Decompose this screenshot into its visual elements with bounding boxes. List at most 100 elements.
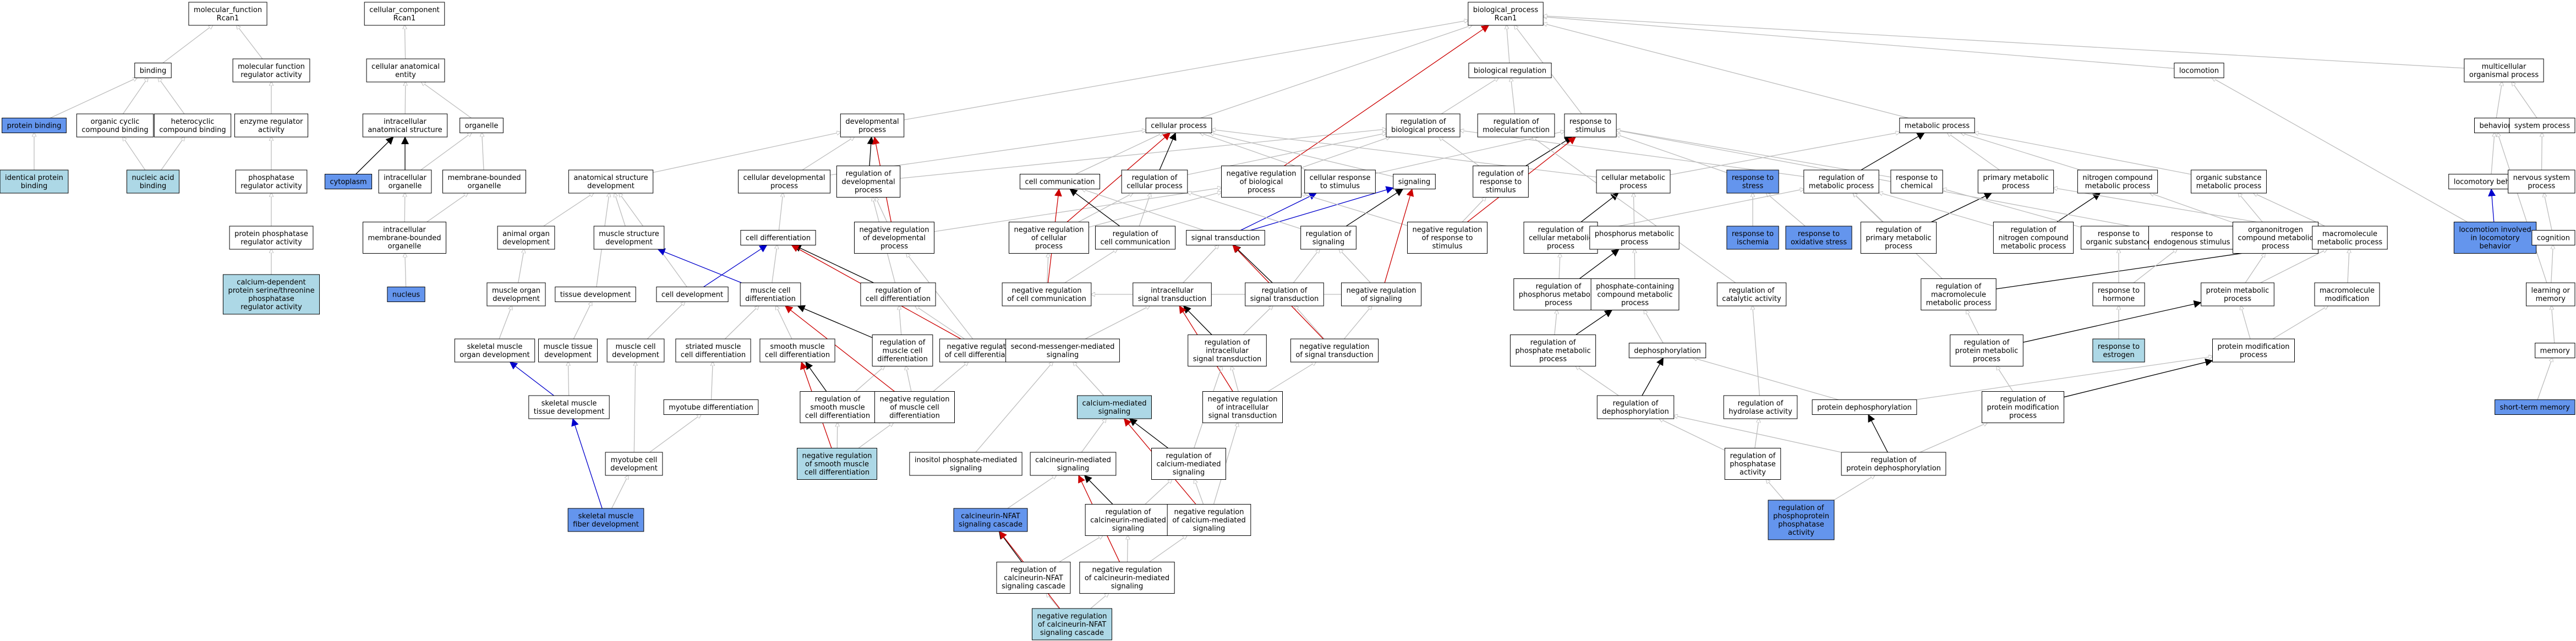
edge-is-a	[1183, 245, 1219, 283]
go-term-node-myotubediff: myotube differentiation	[663, 399, 759, 415]
go-term-label: identical protein	[5, 174, 63, 182]
edge-is-a	[426, 193, 468, 223]
go-term-box	[1716, 282, 1787, 306]
edge-is-a	[1210, 133, 1393, 177]
go-term-box	[1005, 338, 1120, 363]
edge-is-a	[404, 25, 405, 59]
go-term-label: regulation of	[1530, 339, 1576, 347]
go-term-label: activity	[1788, 529, 1814, 537]
go-term-label: cellular anatomical	[371, 63, 440, 71]
edge-is-a	[1507, 25, 1510, 63]
edge-is-a	[1948, 133, 2000, 171]
go-term-label: protein dephosphorylation	[1846, 464, 1941, 473]
edge-is-a	[1644, 310, 1664, 343]
go-term-box	[1186, 230, 1265, 245]
go-term-node-cellcomm: cell communication	[1019, 174, 1101, 189]
go-term-label: of muscle cell	[890, 404, 939, 412]
go-term-label: learning or	[2531, 287, 2570, 295]
go-term-box	[2509, 118, 2575, 133]
go-term-label: response to	[2171, 230, 2213, 238]
go-term-label: phosphate-containing	[1596, 283, 1674, 291]
edge-is-a	[1961, 133, 2081, 171]
go-term-label: phosphatase	[248, 174, 294, 182]
go-term-box	[854, 222, 935, 254]
edge-is-a	[855, 366, 885, 392]
go-term-label: regulation of	[1871, 456, 1917, 464]
go-term-box	[1121, 169, 1188, 194]
edge-part-of	[797, 305, 873, 338]
go-term-label: cell differentiation	[681, 351, 746, 359]
go-term-box	[2092, 282, 2145, 306]
go-term-label: response to	[2098, 230, 2140, 238]
edge-is-a	[1078, 193, 1133, 223]
go-term-label: tissue development	[560, 291, 631, 299]
edge-part-of	[793, 244, 874, 283]
edge-is-a	[915, 306, 965, 339]
go-term-box	[1921, 278, 1997, 310]
edge-is-a	[237, 25, 263, 59]
go-term-box	[2092, 338, 2145, 363]
edge-is-a	[2537, 358, 2552, 400]
go-term-label: development	[502, 238, 550, 246]
go-term-box	[740, 230, 816, 245]
go-term-label: developmental	[841, 178, 895, 187]
go-term-label: molecular function	[238, 63, 305, 71]
go-term-label: skeletal muscle	[578, 512, 634, 521]
edge-part-of	[1580, 193, 1619, 223]
go-term-box	[1300, 226, 1357, 250]
go-term-node-cellproc: cellular process	[1145, 118, 1212, 133]
edge-is-a	[422, 82, 472, 119]
go-term-label: inositol phosphate-mediated	[915, 456, 1017, 464]
go-term-label: regulation of	[1011, 566, 1057, 574]
go-term-box	[1596, 169, 1671, 194]
go-term-box	[909, 452, 1022, 476]
go-term-box	[387, 287, 425, 302]
go-term-box	[2453, 222, 2537, 254]
go-term-label: phosphatase	[1778, 521, 1824, 529]
go-term-label: activity	[1740, 469, 1766, 477]
go-term-label: regulation of	[1536, 283, 1582, 291]
go-term-label: cell differentiation	[805, 412, 870, 420]
go-term-label: protein binding	[7, 122, 62, 130]
edge-is-a	[1073, 362, 1104, 396]
go-term-box	[1785, 226, 1852, 250]
go-term-box	[1841, 452, 1946, 476]
go-term-box	[996, 562, 1071, 594]
go-term-label: oxidative stress	[1791, 238, 1847, 246]
go-term-label: regulation of	[846, 170, 892, 178]
go-term-box	[2174, 63, 2224, 78]
go-term-label: molecular_function	[194, 6, 262, 14]
go-term-box	[1077, 395, 1152, 419]
go-term-label: regulation of	[1729, 287, 1775, 295]
edge-is-a	[649, 415, 701, 453]
go-term-label: stimulus	[1432, 243, 1462, 251]
edge-part-of	[2023, 300, 2202, 343]
edge-is-a	[1833, 475, 1874, 501]
go-term-label: protein phosphatase	[234, 230, 308, 238]
go-term-box	[656, 287, 729, 302]
go-term-label: negative regulation	[1412, 226, 1482, 234]
edge-is-a	[1554, 310, 1557, 335]
go-term-label: biological regulation	[1474, 67, 1546, 75]
go-term-label: regulation of	[1876, 226, 1922, 234]
go-term-label: regulation of	[1306, 230, 1352, 238]
go-term-label: process	[855, 187, 882, 195]
edge-is-a	[1007, 475, 1056, 509]
go-term-node-locomotion: locomotion	[2174, 63, 2224, 78]
go-term-label: regulation of	[1936, 283, 1982, 291]
go-term-label: development	[544, 351, 592, 359]
